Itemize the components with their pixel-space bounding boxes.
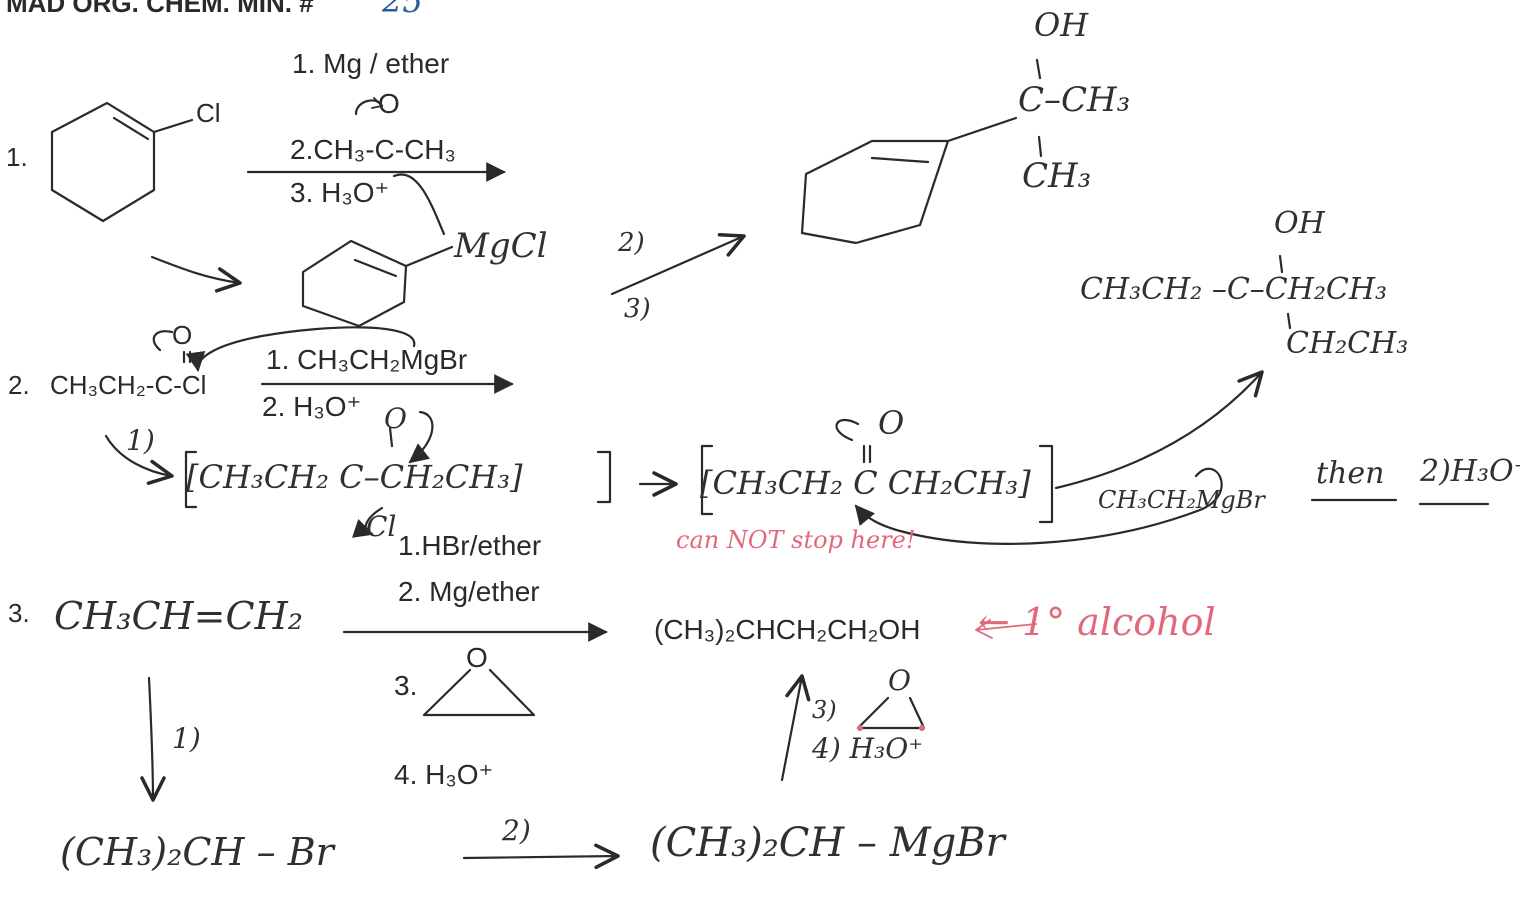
primary-alcohol-note: ← 1° alcohol (978, 600, 1216, 644)
chlorine-label: Cl (196, 98, 221, 128)
product2-oh-label: OH (1274, 206, 1325, 241)
ethyl-grignard-label: CH₃CH₂MgBr (1098, 486, 1265, 514)
propene-formula: CH₃CH=CH₂ (54, 594, 303, 638)
curly-arrow-grignard2 (854, 467, 1223, 545)
red-arrow-primary-alcohol (975, 619, 1037, 639)
step-2-label-p3: 2) (502, 814, 531, 847)
curly-arrow-cl (351, 506, 384, 538)
step-1-label-p2: 1) (126, 424, 155, 457)
reagent-ethyl-grignard: 1. CH₃CH₂MgBr (266, 344, 468, 375)
then-label: then (1316, 456, 1385, 491)
isopropyl-bromide: (CH₃)₂CH – Br (60, 830, 334, 874)
problem-1-number: 1. (6, 142, 28, 172)
acyl-chloride-o-label: O (172, 320, 193, 350)
hand-arrow-to-product-1 (610, 233, 746, 296)
curly-arrow-ketone-o (835, 418, 860, 442)
product2-ethyl-down-label: CH₂CH₃ (1286, 326, 1409, 361)
reagent-mg-ether: 1. Mg / ether (292, 48, 450, 79)
hand-arrow-step2 (462, 843, 620, 870)
problem-3-number: 3. (8, 598, 30, 628)
grignard-cyclohexene-structure (301, 239, 454, 328)
then-step-hydronium: 2)H₃O⁺ (1420, 454, 1520, 489)
hand-arrow-down-step1 (140, 676, 166, 802)
epoxide-o-label: O (466, 642, 488, 673)
ketone-intermediate: [CH₃CH₂ C CH₂CH₃] (700, 464, 1031, 502)
product1-oh-label: OH (1034, 6, 1089, 44)
reagent-hbr-ether: 1.HBr/ether (398, 530, 542, 561)
tertiary-alcohol-product: CH₃CH₂ –C–CH₂CH₃ (1080, 272, 1388, 307)
hand-arrow-grignard (150, 255, 242, 293)
cyclohexene-chloride-structure (50, 101, 194, 223)
bracket-right-1 (596, 450, 612, 504)
step-1-label-p3: 1) (172, 722, 201, 755)
curly-arrow-p2 (185, 326, 416, 372)
intermediate-o-label: O (384, 402, 407, 435)
reagent-hydronium-1: 3. H₃O⁺ (290, 177, 390, 208)
header-title: MAD ORG. CHEM. MIN. # (6, 0, 314, 18)
bracket-right-2 (1038, 444, 1054, 524)
acyl-chloride-formula: CH₃CH₂-C-Cl (50, 370, 207, 400)
cannot-stop-note: can NOT stop here! (676, 526, 916, 554)
reagent-3-number: 3. (394, 670, 418, 701)
carbonyl-oxygen-label: O (378, 88, 400, 119)
product1-cyclohexene-structure (800, 58, 1043, 245)
problem-2-number: 2. (8, 370, 30, 400)
reagent-hydronium-3: 4. H₃O⁺ (394, 759, 494, 790)
curly-arrow-mg (392, 173, 446, 236)
reagent-acetone: 2.CH₃-C-CH₃ (290, 134, 456, 165)
intermediate-cl-label: Cl (366, 510, 397, 543)
tetrahedral-intermediate: [CH₃CH₂ C–CH₂CH₃] (186, 458, 523, 496)
ketone-o-label: O (878, 404, 905, 442)
reagent-hydronium-2: 2. H₃O⁺ (262, 391, 362, 422)
step-3-label-p3: 3) (812, 696, 837, 724)
product1-c-ch3-label: C–CH₃ (1018, 80, 1131, 120)
product1-ch3-down-label: CH₃ (1022, 156, 1092, 196)
primary-alcohol-product: (CH₃)₂CHCH₂CH₂OH (654, 614, 921, 645)
bracket-left-2 (700, 444, 714, 516)
hand-arrow-to-product-2 (1054, 370, 1264, 490)
epoxide-step3-o-label: O (888, 664, 911, 697)
step-3-label-p1: 3) (624, 294, 651, 324)
hand-arrow-step1 (104, 434, 174, 485)
hand-arrow-up-to-product (780, 674, 811, 782)
curly-arrow-p2-carbonyl (152, 330, 174, 352)
bracket-left-1 (184, 450, 198, 509)
grignard-mgcl-label: MgCl (454, 226, 548, 266)
epoxide-reagent-structure (422, 668, 536, 717)
epoxide-step3-structure (856, 696, 926, 731)
step-2-label-p1: 2) (618, 228, 645, 258)
step-4-hydronium-label: 4) H₃O⁺ (812, 732, 924, 765)
isopropyl-grignard: (CH₃)₂CH – MgBr (650, 820, 1005, 866)
header-number: 25 (382, 0, 423, 20)
reagent-mg-ether-2: 2. Mg/ether (398, 576, 540, 607)
curly-arrow-intermediate (408, 410, 434, 464)
